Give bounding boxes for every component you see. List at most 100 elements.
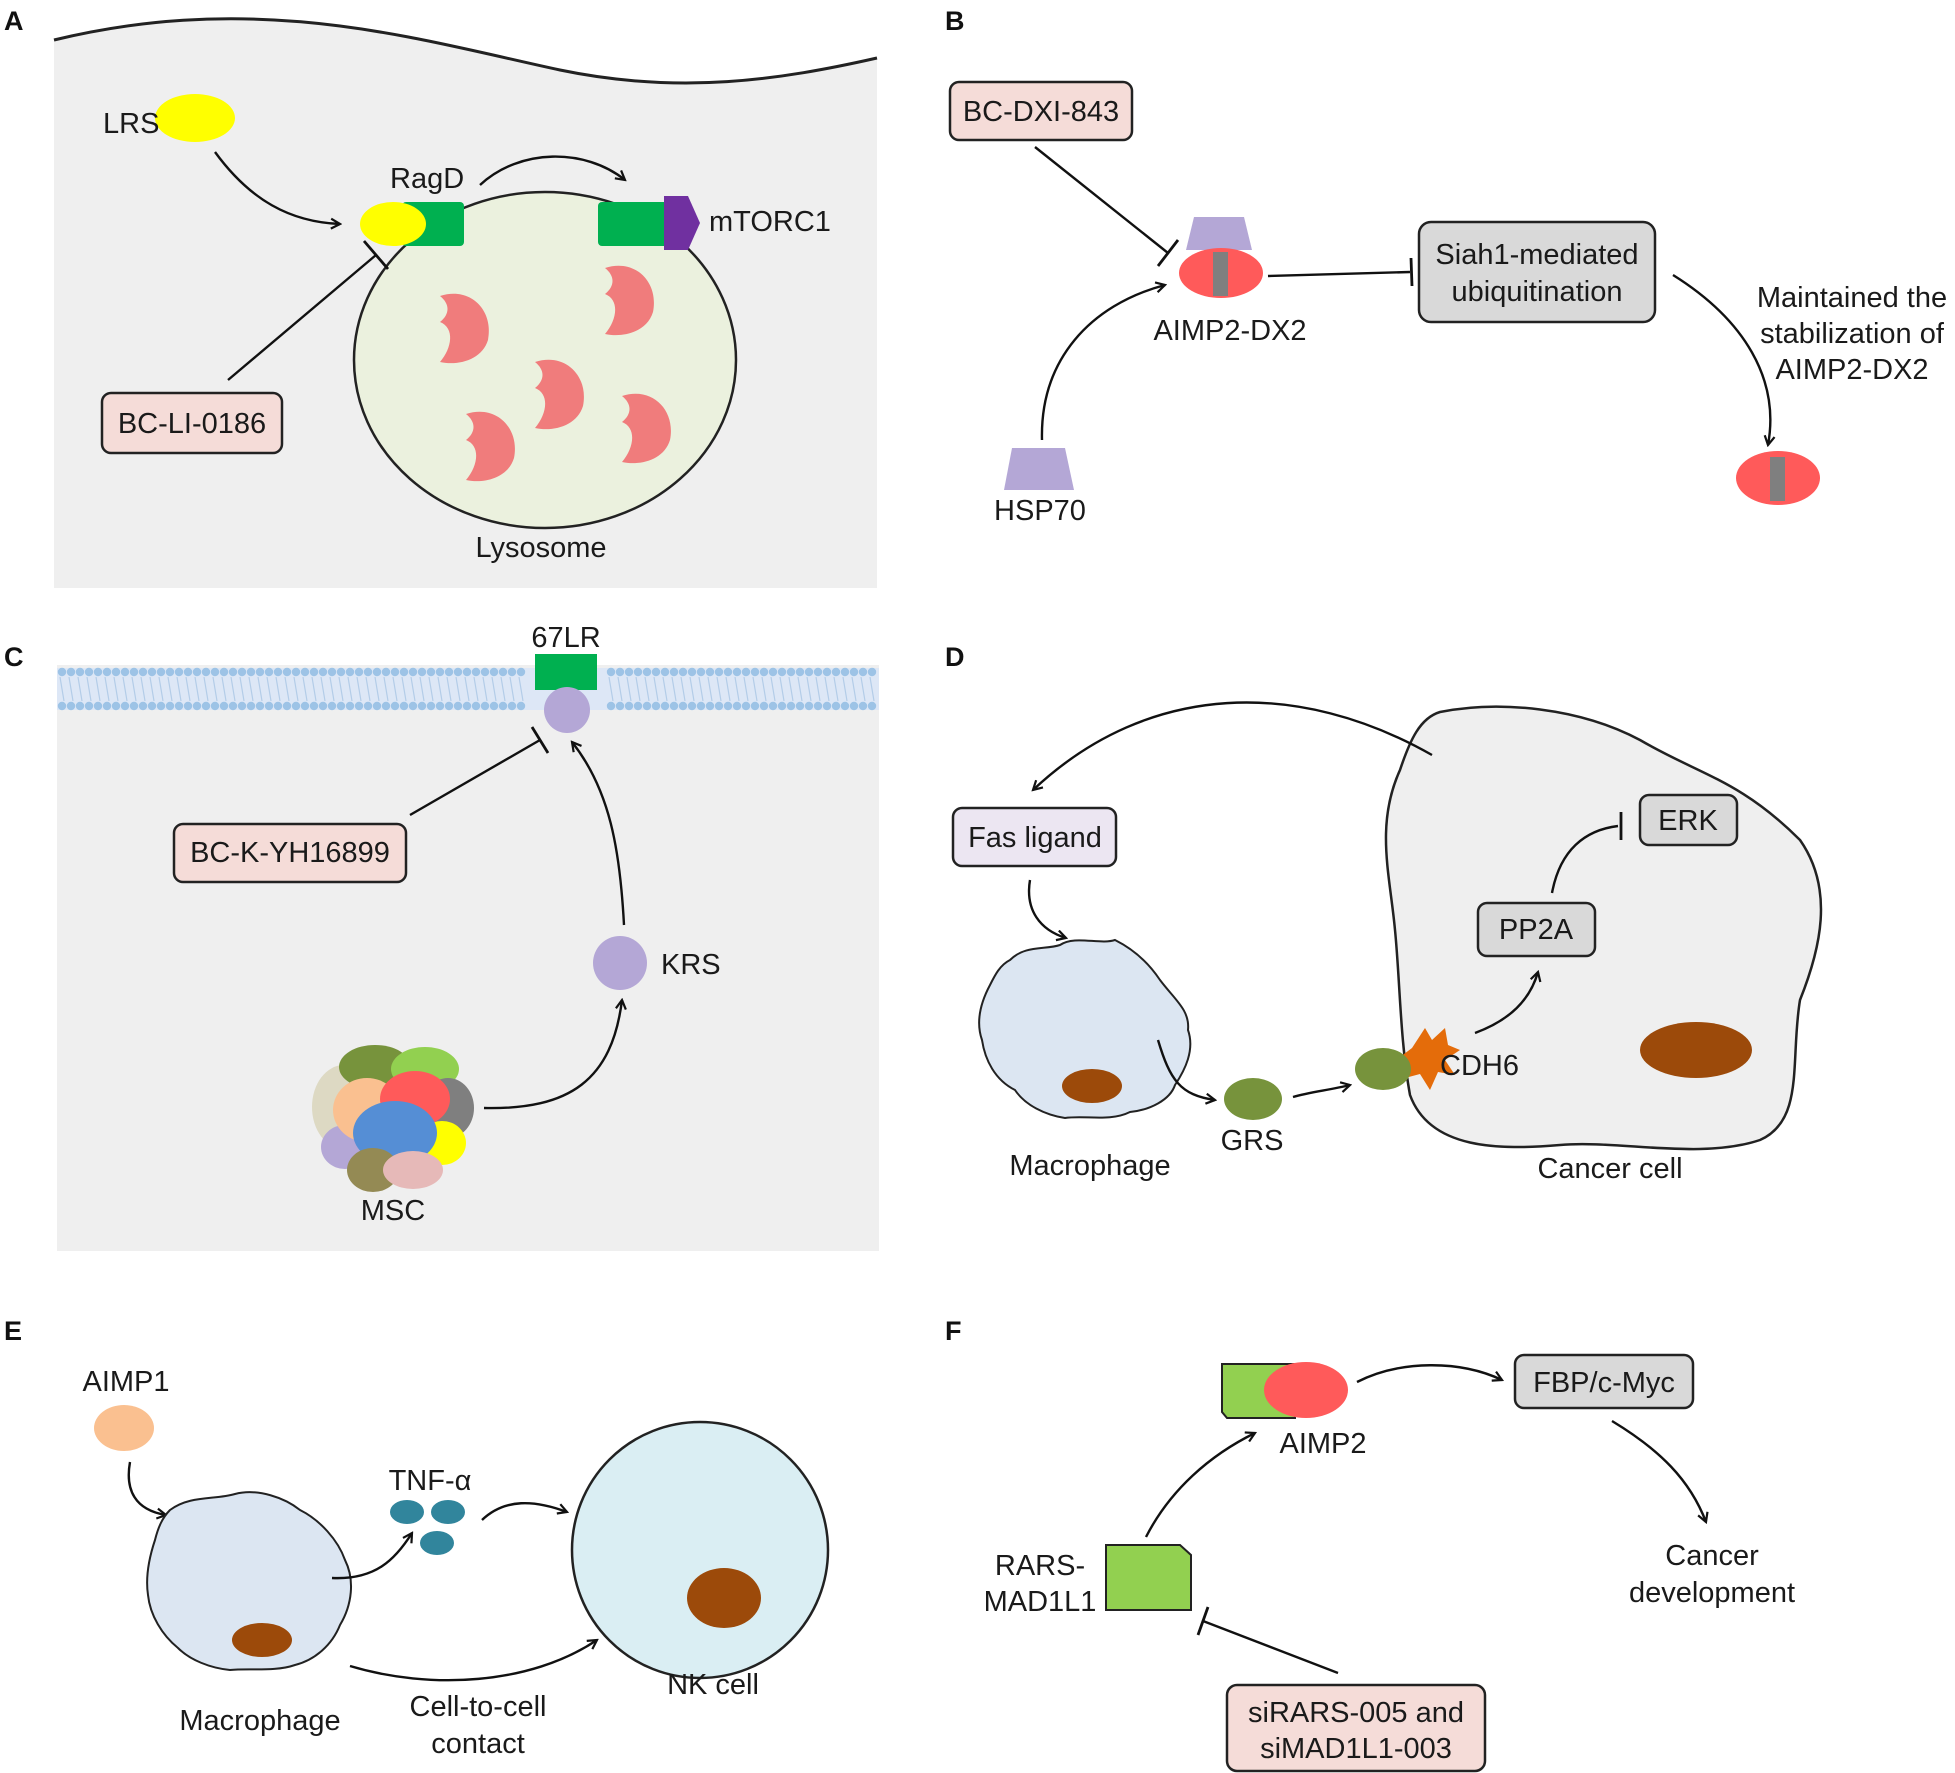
lipid-head [102,667,112,677]
erk-label: ERK [1658,805,1718,837]
lipid-head [750,701,760,711]
ragd-label: RagD [390,163,464,195]
lipid-head [264,667,274,677]
hsp70-bound-protein [1186,217,1252,250]
lipid-head [813,667,823,677]
lipid-tail [311,676,317,702]
lipid-tail [851,676,857,702]
aimp2-dx2-marker [1213,252,1228,296]
lipid-head [138,701,148,711]
lipid-tail [500,676,506,702]
fbp-label: FBP/c-Myc [1533,1367,1675,1399]
panel-c-letter: C [4,642,24,672]
lipid-head [408,667,418,677]
lipid-tail [410,676,416,702]
lipid-head [57,667,67,677]
aimp1-label: AIMP1 [82,1366,169,1398]
lipid-head [768,701,778,711]
lipid-head [786,701,796,711]
inhibitor-label: BC-LI-0186 [118,408,266,440]
lipid-head [840,701,850,711]
lipid-head [417,701,427,711]
lipid-tail [284,676,290,702]
lipid-head [255,701,265,711]
mtorc1-label: mTORC1 [709,206,831,238]
receptor-67lr [535,654,597,690]
lipid-head [354,667,364,677]
lipid-head [759,701,769,711]
lipid-head [768,667,778,677]
siah1-label-line2: ubiquitination [1452,276,1623,308]
lipid-head [750,667,760,677]
lipid-tail [302,676,308,702]
macrophage-to-tnf-arrow [331,1533,412,1580]
lipid-tail [230,676,236,702]
lipid-tail [815,676,821,702]
lipid-bilayer-heads [57,667,877,711]
inhibitor-box [100,391,284,455]
lipid-head [858,667,868,677]
stable-aimp2-dx2-marker [1770,457,1785,501]
panel-b: B BC-DXI-843 AIMP2-DX2 Siah1-mediated ub… [945,6,1947,527]
lipid-head [606,701,616,711]
lipid-head [822,701,832,711]
lipid-tail [464,676,470,702]
lipid-tail [320,676,326,702]
lipid-head [111,667,121,677]
cdh6-receptor [1396,1028,1460,1090]
cancer-outcome-line2: development [1629,1577,1795,1609]
lipid-head [696,667,706,677]
lipid-head [489,667,499,677]
receptor-label: 67LR [531,622,600,654]
lipid-tail [644,676,650,702]
lipid-head [849,667,859,677]
lipid-tail [689,676,695,702]
lipid-head [210,667,220,677]
enzyme-shape [622,393,671,464]
lipid-head [399,667,409,677]
cdh6-label: CDH6 [1440,1050,1519,1082]
panel-d: D Cancer cell Fas ligand Macrophage GRS … [945,642,1823,1185]
macrophage-cell [978,938,1192,1120]
lipid-head [282,701,292,711]
lipid-head [165,667,175,677]
krs-bound-protein [544,687,590,733]
lipid-head [678,667,688,677]
lipid-head [318,667,328,677]
lipid-tail [734,676,740,702]
lipid-tail [176,676,182,702]
lipid-tail [473,676,479,702]
lrs-to-ragd-arrow [214,151,340,224]
lipid-tail [95,676,101,702]
lipid-head [795,667,805,677]
inhibitor-box [172,822,408,884]
lipid-tail [653,676,659,702]
lipid-head [192,701,202,711]
lipid-head [327,701,337,711]
lipid-head [120,701,130,711]
lipid-tail [239,676,245,702]
macrophage-to-grs-arrow [1156,1039,1215,1100]
lipid-head [651,667,661,677]
lipid-tail [383,676,389,702]
lipid-tail [266,676,272,702]
lipid-head [867,667,877,677]
hsp70-label: HSP70 [994,495,1086,527]
sirna-label-line2: siMAD1L1-003 [1260,1733,1452,1765]
lipid-head [687,667,697,677]
grs-label: GRS [1221,1125,1284,1157]
lipid-head [399,701,409,711]
lipid-head [741,701,751,711]
contact-label-line2: contact [431,1728,525,1760]
inhibition-bar [1409,257,1414,287]
lipid-head [705,667,715,677]
lipid-head [867,701,877,711]
panel-f-letter: F [945,1316,962,1346]
lipid-tail [491,676,497,702]
lipid-head [291,701,301,711]
panel-a: A LRS RagD mTORC1 BC-LI-0186 Lysosome [4,6,878,589]
lipid-tail [356,676,362,702]
aimp2-to-fbp-arrow [1356,1364,1502,1384]
lipid-tail [140,676,146,702]
lipid-head [300,667,310,677]
